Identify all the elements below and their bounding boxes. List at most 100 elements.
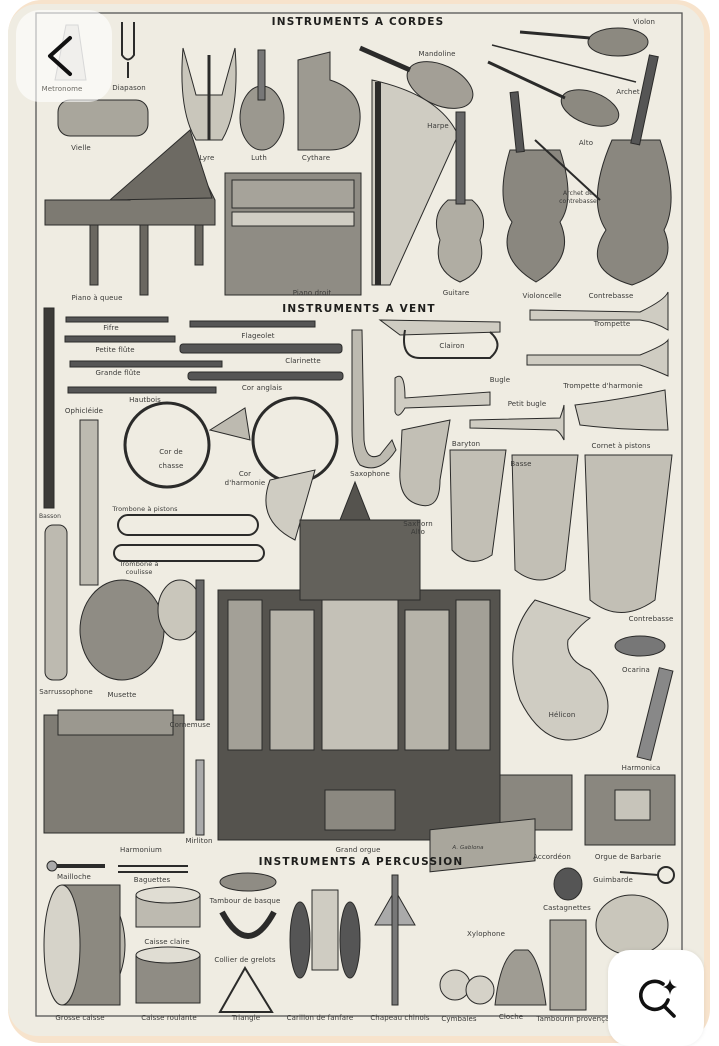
baryton-drawing [449, 449, 507, 562]
label-mirliton: Mirliton [185, 837, 213, 845]
percussion-instruments [43, 818, 675, 1013]
basse-drawing [511, 454, 579, 581]
label-hautbois: Hautbois [129, 396, 161, 404]
trompette-harmonie-drawing [526, 338, 669, 377]
label-mailloche: Mailloche [57, 873, 91, 881]
label-guimbarde: Guimbarde [593, 876, 633, 884]
label-xylophone: Xylophone [467, 930, 505, 938]
helicon-drawing [512, 599, 609, 741]
string-instruments [44, 22, 672, 296]
label-contrebasse-cordes: Contrebasse [588, 292, 634, 300]
label-caisse-roulante: Caisse roulante [141, 1014, 197, 1022]
lyre-drawing [181, 47, 237, 141]
sarrussophone-drawing [44, 524, 68, 681]
label-musette: Musette [107, 691, 137, 699]
cor-anglais-drawing [187, 371, 344, 381]
cymbales-drawing [439, 969, 471, 1001]
section-heading-wind: INSTRUMENTS A VENT [282, 303, 436, 315]
label-luth: Luth [251, 154, 267, 162]
label-sarrussophone: Sarrussophone [39, 688, 93, 696]
label-diapason: Diapason [112, 84, 146, 92]
cornet-drawing [574, 389, 669, 431]
petit-bugle-drawing [469, 404, 565, 441]
label-cor-anglais: Cor anglais [241, 384, 283, 392]
guitare-drawing [435, 199, 485, 283]
triangle-drawing [218, 966, 274, 1013]
harmonica-drawing [636, 667, 674, 761]
label-baguettes: Baguettes [133, 876, 171, 884]
label-guitare: Guitare [442, 289, 470, 297]
grand-orgue-drawing [217, 480, 501, 841]
label-basse: Basse [510, 460, 532, 468]
label-archet-contrebasse: Archet de contrebasse [559, 190, 597, 205]
label-alto: Alto [578, 139, 594, 147]
guimbarde-drawing [657, 866, 675, 884]
label-mandoline: Mandoline [418, 50, 456, 58]
label-grande-flute: Grande flûte [95, 369, 141, 377]
label-cloche: Cloche [498, 1013, 524, 1021]
ophicleide-drawing [79, 419, 99, 586]
label-petite-flute: Petite flûte [95, 346, 135, 354]
signature: A. Gablona [452, 845, 484, 851]
label-saxhorn-alto: Saxhorn Alto [403, 520, 433, 536]
section-heading-strings: INSTRUMENTS A CORDES [271, 16, 445, 28]
label-accordeon: Accordéon [533, 853, 571, 861]
label-metronome: Metronome [41, 85, 83, 93]
grande-flute-drawing [69, 360, 223, 368]
label-piano-a-queue: Piano à queue [71, 294, 123, 302]
label-lyre: Lyre [199, 154, 215, 162]
label-trompette: Trompette [593, 320, 631, 328]
petite-flute-drawing [64, 335, 176, 343]
mirliton-drawing [195, 759, 205, 836]
harpe-drawing [371, 79, 459, 286]
label-grosse-caisse: Grosse caisse [55, 1014, 105, 1022]
label-ophicleide: Ophicléide [64, 407, 104, 415]
label-harpe: Harpe [427, 122, 449, 130]
label-cornet: Cornet à pistons [591, 442, 651, 450]
timbale-drawing [595, 894, 669, 956]
label-flageolet: Flageolet [241, 332, 275, 340]
label-piano-droit: Piano droit [292, 289, 332, 297]
trombone-pistons-drawing [117, 514, 259, 536]
label-carillon: Carillon de fanfare [286, 1014, 354, 1022]
hautbois-drawing [67, 386, 217, 394]
flageolet-drawing [189, 320, 316, 328]
clairon-drawing [378, 319, 501, 336]
contrebasse-drawing [596, 139, 672, 286]
basson-drawing [43, 307, 55, 509]
fifre-drawing [65, 316, 169, 323]
label-harmonica: Harmonica [621, 764, 661, 772]
label-baryton: Baryton [451, 440, 481, 448]
tambourin-drawing [549, 919, 587, 1011]
label-basson: Basson [38, 513, 62, 520]
label-cythare: Cythare [301, 154, 331, 162]
plate-frame [35, 12, 683, 1017]
vielle-drawing [57, 99, 149, 137]
trompette-drawing [529, 291, 669, 331]
cythare-drawing [297, 51, 361, 151]
label-grand-orgue: Grand orgue [335, 846, 381, 854]
label-vielle: Vielle [71, 144, 91, 152]
violoncelle-drawing [502, 149, 569, 283]
label-trombone-coulisse: Trombone à coulisse [119, 560, 159, 576]
violon-drawing [587, 27, 649, 57]
chevron-left-icon [48, 36, 72, 76]
label-caisse-claire: Caisse claire [144, 938, 190, 946]
cor-de-chasse-drawing [123, 401, 211, 489]
back-button[interactable] [16, 10, 112, 102]
label-ocarina: Ocarina [622, 666, 650, 674]
label-cornemuse: Cornemuse [169, 721, 211, 729]
label-contrebasse-vent: Contrebasse [628, 615, 674, 623]
saxhorn-drawing [399, 419, 451, 507]
saxophone-drawing [351, 329, 397, 469]
label-trombone-pistons: Trombone à pistons [112, 505, 178, 513]
label-collier-grelots: Collier de grelots [214, 956, 276, 964]
contrebasse-vent-drawing [584, 454, 673, 613]
castagnettes-drawing [553, 867, 583, 901]
label-orgue-barbarie: Orgue de Barbarie [594, 853, 662, 861]
cornemuse-drawing [157, 579, 203, 641]
label-tambourin: Tambourin provençal [536, 1015, 612, 1023]
clarinette-drawing [179, 343, 343, 354]
visual-search-button[interactable] [608, 950, 704, 1046]
bugle-drawing [394, 375, 491, 416]
